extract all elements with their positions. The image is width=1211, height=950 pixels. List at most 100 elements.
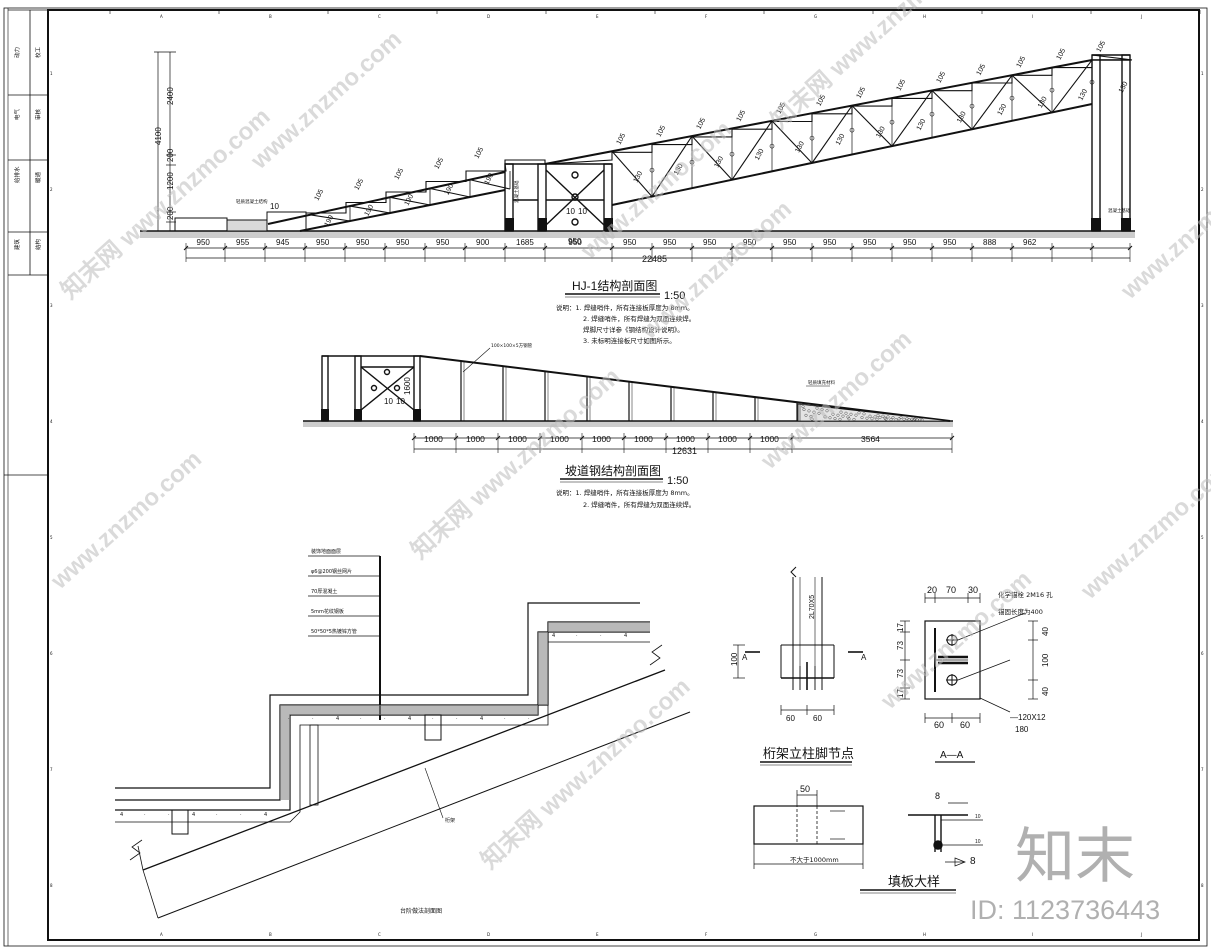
aa-top-dim-1: 20 <box>927 585 937 595</box>
member-label-105: 105 <box>776 101 788 115</box>
member-label-130: 130 <box>633 170 645 184</box>
hatch-glyph: · <box>312 716 314 722</box>
member-label-105: 105 <box>976 63 988 77</box>
member-label-105: 105 <box>314 188 326 202</box>
hj1-tag-foundation-left: 混凝土基础 <box>513 180 520 203</box>
ramp-small-dim-1: 10 <box>384 397 393 406</box>
frame-side-label: 4 <box>1201 419 1204 424</box>
frame-tick-label: H <box>923 14 926 19</box>
member-label-105: 105 <box>936 71 948 85</box>
member-label-105: 105 <box>1016 55 1028 69</box>
hj1-dim-value: 962 <box>1023 238 1037 247</box>
hj1-lower-chord-left <box>299 189 506 232</box>
hj1-dim-value: 1685 <box>516 238 534 247</box>
member-label-105: 105 <box>656 125 668 139</box>
member-label-190: 190 <box>404 193 416 207</box>
ramp-dim-value: 1000 <box>424 434 443 444</box>
watermark-text: www.znzmo.com <box>635 196 797 346</box>
hatch-glyph: 4 <box>192 812 195 818</box>
member-label-190: 190 <box>364 204 376 218</box>
infill-weld-3: 10 <box>975 839 981 845</box>
hj1-note-4: 3. 未标明连接板尺寸如图所示。 <box>583 336 676 345</box>
member-label-105: 105 <box>1056 48 1068 62</box>
member-label-130: 130 <box>1077 88 1089 102</box>
infill-title: 填板大样 <box>888 874 940 889</box>
column-node-title: 桁架立柱脚节点 <box>763 746 854 761</box>
hj1-dim-value: 888 <box>983 238 997 247</box>
ramp-light-fill <box>797 403 951 422</box>
watermark-text: 知末网 www.znzmo.com <box>766 0 986 134</box>
ramp-dim-value: 1000 <box>592 434 611 444</box>
hj1-dim-value: 950 <box>436 238 450 247</box>
frame-side-label: 1 <box>1201 71 1204 76</box>
hatch-glyph: 4 <box>552 633 555 639</box>
hj1-dim-value: 950 <box>396 238 410 247</box>
hj1-vertical-dim: 4100 <box>154 127 163 145</box>
hatch-glyph: · <box>288 716 290 722</box>
frame-tick-label: D <box>487 932 490 937</box>
hj1-scale: 1:50 <box>664 290 685 302</box>
ramp-dim-value: 1000 <box>760 434 779 444</box>
hatch-glyph: · <box>576 633 578 639</box>
title-block-cell: 建筑 <box>13 238 21 250</box>
ramp-note-1: 说明：1. 焊缝哨件，所有连接板厚度为 8mm。 <box>556 488 694 497</box>
column-dim-60-right: 60 <box>813 714 822 723</box>
hj1-dim-value: 950 <box>568 237 582 246</box>
aa-title: A—A <box>940 750 964 761</box>
aa-bottom-dim-2: 60 <box>960 720 970 730</box>
hj1-upper-chord-right <box>544 59 1093 165</box>
hj1-note-1: 说明：1. 焊缝哨件，所有连接板厚度为 8mm。 <box>556 303 694 312</box>
member-label-10: 10 <box>578 207 587 216</box>
frame-tick-label: E <box>596 932 599 937</box>
infill-weld-2: 10 <box>975 814 981 820</box>
watermark-layer: 知末网 www.znzmo.comwww.znzmo.comwww.znzmo.… <box>45 0 1211 874</box>
frame-tick-label: G <box>814 14 817 19</box>
hj1-dim-value: 950 <box>943 238 957 247</box>
member-label-105: 105 <box>1096 40 1108 54</box>
aa-anchor-length: 锚固长度为400 <box>998 607 1043 616</box>
stair-layer-label: 5mm花纹钢板 <box>311 608 344 615</box>
title-block-cell: 动力 <box>13 47 21 58</box>
frame-tick-label: I <box>1032 932 1033 937</box>
hatch-glyph: · <box>432 716 434 722</box>
stair-layer-leaders: 装饰地面面层φ6@200钢丝网片70厚混凝土5mm花纹钢板50*50*5热镀锌方… <box>308 548 380 637</box>
aa-right-dim-1: 40 <box>1041 627 1050 636</box>
title-block-cell: 校工 <box>34 46 42 58</box>
frame-ticks: AABBCCDDEEFFGGHHIIJJKK1122334455667788 <box>50 10 1204 937</box>
ramp-beam <box>419 355 951 422</box>
hj1-dim-value: 950 <box>316 238 330 247</box>
hj1-dim-value: 950 <box>623 238 637 247</box>
stair-layer-label: 50*50*5热镀锌方管 <box>311 628 357 635</box>
ramp-dim-value: 1000 <box>634 434 653 444</box>
stair-layer-label: 装饰地面面层 <box>311 548 341 555</box>
hj1-vertical-dim: 2400 <box>166 87 175 105</box>
hj1-vertical-dim: 200 <box>166 206 175 220</box>
column-section-mark-right: A <box>861 653 867 662</box>
aa-top-dim-3: 30 <box>968 585 978 595</box>
member-label-190: 190 <box>444 183 456 197</box>
hatch-glyph: · <box>384 716 386 722</box>
aa-left-dim-1: 17 <box>896 623 905 632</box>
frame-side-label: 6 <box>1201 651 1204 656</box>
member-label-130: 130 <box>754 148 766 162</box>
frame-side-label: 8 <box>50 883 53 888</box>
column-dim-60-left: 60 <box>786 714 795 723</box>
frame-side-label: 6 <box>50 651 53 656</box>
member-label-105: 105 <box>816 94 828 108</box>
member-label-130: 130 <box>1118 81 1130 95</box>
column-plate-label: 2L70X5 <box>809 595 816 619</box>
member-label-130: 130 <box>673 163 685 177</box>
brand-id: ID: 1123736443 <box>970 895 1160 925</box>
column-dim-100: 100 <box>730 652 739 666</box>
frame-tick-label: E <box>596 14 599 19</box>
column-section-mark-left: A <box>742 653 748 662</box>
ramp-height-dim: 1600 <box>403 377 412 395</box>
member-label-10: 10 <box>270 202 279 211</box>
ramp-scale: 1:50 <box>667 475 688 487</box>
hj1-dim-value: 950 <box>903 238 917 247</box>
infill-weld-1: 8 <box>935 791 940 801</box>
ramp-dim-value: 1000 <box>508 434 527 444</box>
frame-side-label: 4 <box>50 419 53 424</box>
